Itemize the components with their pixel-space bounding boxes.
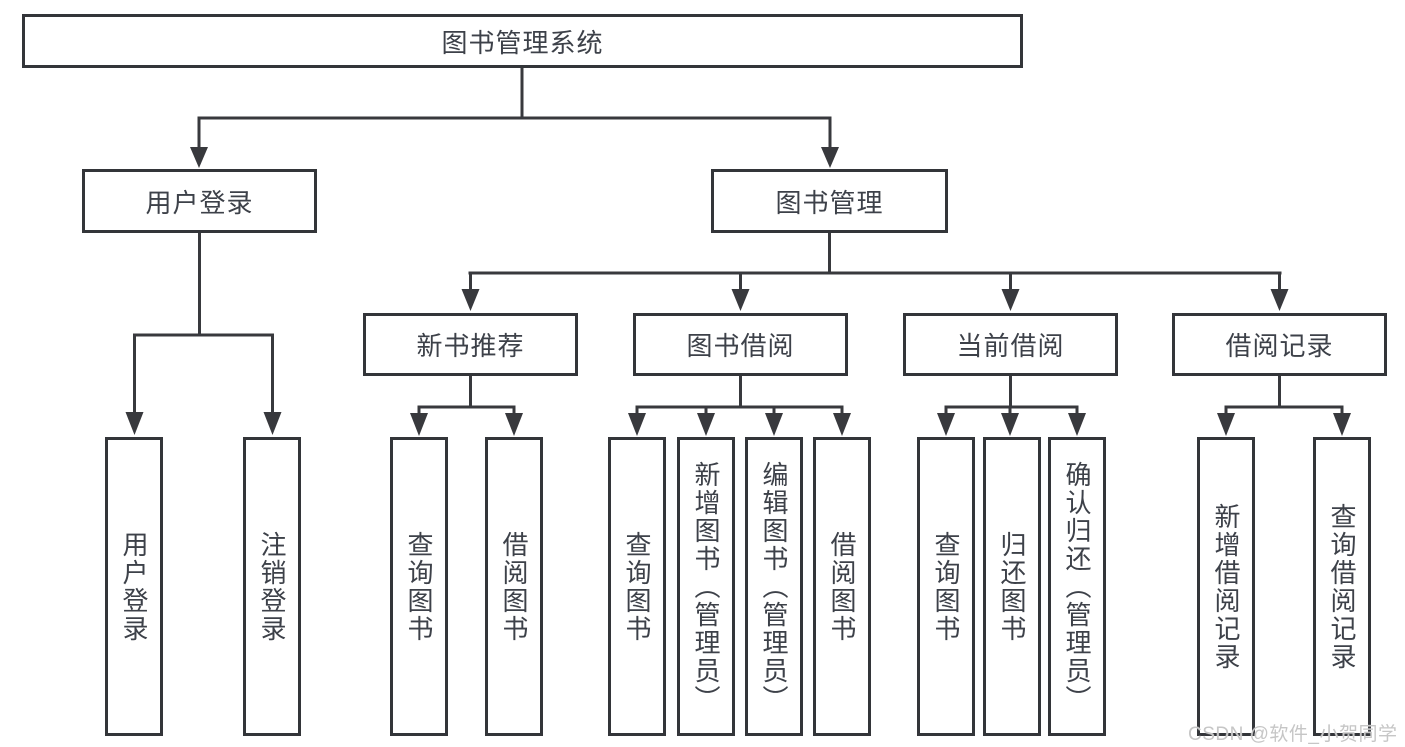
node-book-borrow-label: 图书借阅 xyxy=(686,331,795,361)
leaf-query-borrow-record: 查询借阅记录 xyxy=(1313,437,1371,736)
leaf-confirm-return-admin-label: 确认归还（管理员） xyxy=(1062,460,1092,713)
node-current-borrow-label: 当前借阅 xyxy=(956,331,1065,361)
leaf-edit-book-admin: 编辑图书（管理员） xyxy=(745,437,803,736)
node-book-borrow: 图书借阅 xyxy=(633,313,848,376)
node-user-login: 用户登录 xyxy=(82,169,317,233)
leaf-edit-book-admin-label: 编辑图书（管理员） xyxy=(759,460,789,713)
node-book-management-label: 图书管理 xyxy=(775,187,884,218)
leaf-borrow-books-borrow-label: 借阅图书 xyxy=(827,530,857,643)
leaf-add-book-admin: 新增图书（管理员） xyxy=(677,437,735,736)
leaf-borrow-books-recommend-label: 借阅图书 xyxy=(499,530,529,643)
leaf-query-books-recommend: 查询图书 xyxy=(390,437,448,736)
node-borrow-records-label: 借阅记录 xyxy=(1225,331,1334,361)
leaf-query-borrow-record-label: 查询借阅记录 xyxy=(1327,502,1357,671)
arrowheads xyxy=(125,147,1351,436)
leaf-return-book-label: 归还图书 xyxy=(997,530,1027,643)
leaf-logout: 注销登录 xyxy=(243,437,301,736)
csdn-watermark: CSDN @软件_小贺同学 xyxy=(1188,724,1398,745)
node-book-management: 图书管理 xyxy=(711,169,948,233)
leaf-query-books-current-label: 查询图书 xyxy=(931,530,961,643)
leaf-user-login-label: 用户登录 xyxy=(119,530,149,643)
node-root-label: 图书管理系统 xyxy=(441,27,604,58)
leaf-add-borrow-record: 新增借阅记录 xyxy=(1197,437,1255,736)
leaf-add-book-admin-label: 新增图书（管理员） xyxy=(691,460,721,713)
node-borrow-records: 借阅记录 xyxy=(1172,313,1387,376)
leaf-user-login: 用户登录 xyxy=(105,437,163,736)
leaf-return-book: 归还图书 xyxy=(983,437,1041,736)
leaf-query-books-current: 查询图书 xyxy=(917,437,975,736)
leaf-confirm-return-admin: 确认归还（管理员） xyxy=(1048,437,1106,736)
node-root: 图书管理系统 xyxy=(22,14,1023,68)
node-new-book-recommend: 新书推荐 xyxy=(363,313,578,376)
leaf-query-books-borrow: 查询图书 xyxy=(608,437,666,736)
leaf-add-borrow-record-label: 新增借阅记录 xyxy=(1211,502,1241,671)
leaf-logout-label: 注销登录 xyxy=(257,530,287,643)
leaf-borrow-books-borrow: 借阅图书 xyxy=(813,437,871,736)
node-current-borrow: 当前借阅 xyxy=(903,313,1118,376)
node-user-login-label: 用户登录 xyxy=(145,187,254,218)
leaf-query-books-borrow-label: 查询图书 xyxy=(622,530,652,643)
leaf-borrow-books-recommend: 借阅图书 xyxy=(485,437,543,736)
node-new-book-recommend-label: 新书推荐 xyxy=(416,331,525,361)
leaf-query-books-recommend-label: 查询图书 xyxy=(404,530,434,643)
